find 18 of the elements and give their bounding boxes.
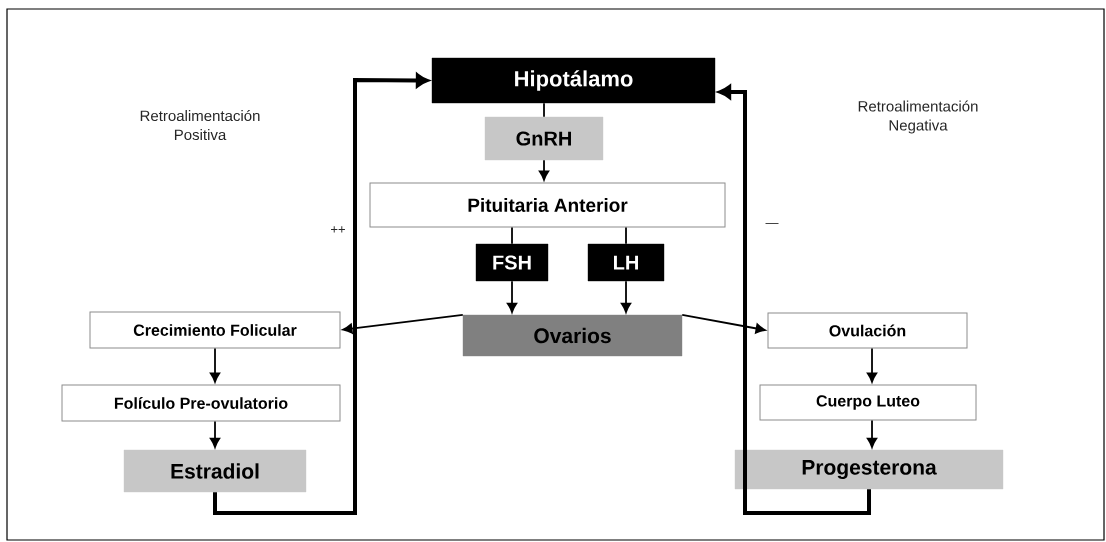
arrow: [681, 313, 766, 334]
sign-text: —: [765, 223, 779, 224]
process-box: Ovarios: [462, 314, 683, 357]
process-box: LH: [587, 243, 665, 282]
annotation-text: Retroalimentación Negativa: [858, 100, 978, 134]
process-box: FSH: [475, 243, 549, 282]
arrow: [620, 280, 632, 313]
arrow: [538, 159, 550, 181]
arrow: [866, 419, 878, 448]
process-box: Pituitaria Anterior: [369, 182, 726, 228]
arrow: [718, 84, 871, 515]
arrow: [506, 280, 518, 313]
process-box: Cuerpo Luteo: [759, 384, 977, 421]
process-box: Ovulación: [767, 312, 968, 349]
process-box: GnRH: [484, 116, 604, 161]
process-box: Progesterona: [734, 449, 1004, 490]
process-box: Hipotálamo: [431, 57, 716, 104]
arrow: [866, 347, 878, 383]
